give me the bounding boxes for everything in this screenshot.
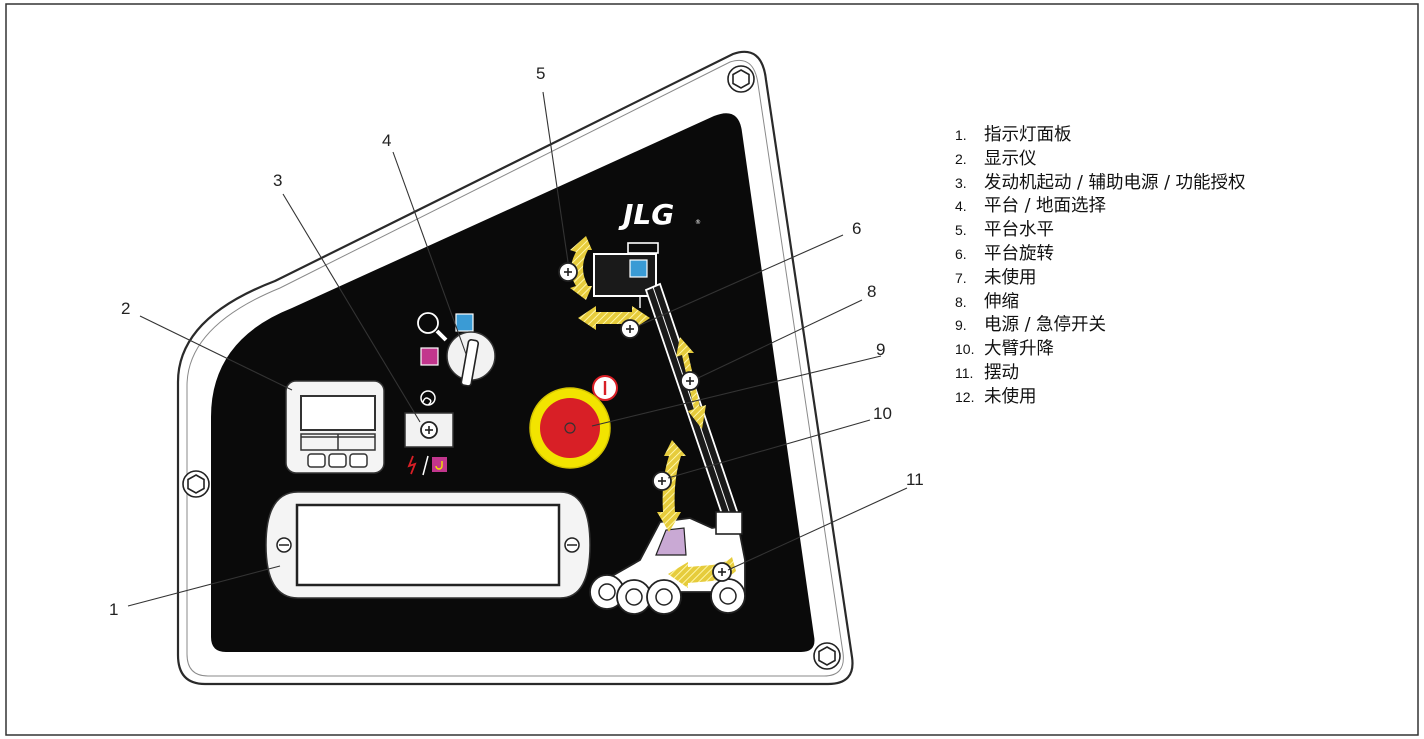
platform-level-arrow-icon [570, 236, 592, 300]
callout-6: 6 [852, 219, 861, 238]
callout-5: 5 [536, 64, 545, 83]
registered-mark: ® [695, 219, 701, 226]
component-legend: 1.指示灯面板 2.显示仪 3.发动机起动 / 辅助电源 / 功能授权 4.平台… [955, 124, 1246, 410]
power-emergency-stop-button[interactable] [529, 375, 618, 469]
engine-start-switch[interactable] [404, 390, 454, 476]
callout-9: 9 [876, 340, 885, 359]
legend-item: 2.显示仪 [955, 148, 1037, 169]
legend-item: 8.伸缩 [955, 291, 1019, 312]
legend-item: 12.未使用 [955, 386, 1037, 407]
legend-item: 4.平台 / 地面选择 [955, 196, 1107, 217]
callout-11: 11 [906, 470, 924, 489]
figure-border [5, 3, 1419, 736]
lock-function-icon [432, 457, 447, 472]
mounting-screw-top-right-icon [727, 65, 755, 93]
legend-item: 5.平台水平 [955, 220, 1054, 241]
platform-mode-icon [455, 313, 474, 332]
callout-8: 8 [867, 282, 876, 301]
ground-mode-icon [417, 312, 439, 334]
leader-lines [127, 91, 908, 607]
indicator-panel [265, 491, 591, 599]
legend-item: 10.大臂升降 [955, 339, 1054, 360]
legend-item: 7.未使用 [955, 267, 1037, 288]
legend-item: 1.指示灯面板 [955, 125, 1072, 145]
platform-level-switch[interactable] [558, 262, 578, 282]
callout-1: 1 [109, 600, 118, 619]
lightning-icon [407, 455, 417, 475]
platform-ground-select-switch[interactable] [417, 312, 496, 387]
gauge-button-right[interactable] [349, 453, 368, 468]
jlg-logo: JLG [618, 198, 674, 231]
boom-lift-arrow-icon [657, 440, 686, 532]
panel-plate-inner-edge [186, 59, 844, 677]
platform-rotate-switch[interactable] [620, 319, 640, 339]
callout-labels: 1 2 3 4 5 6 8 9 10 11 [109, 64, 924, 619]
gauge-button-left[interactable] [307, 453, 326, 468]
callout-2: 2 [121, 299, 130, 318]
legend-item: 11.摆动 [955, 362, 1019, 383]
callout-3: 3 [273, 171, 282, 190]
swing-switch[interactable] [712, 562, 732, 582]
display-gauge [285, 380, 385, 474]
callout-4: 4 [382, 131, 391, 150]
mounting-screw-left-icon [182, 470, 210, 498]
mounting-screw-bottom-right-icon [813, 642, 841, 670]
legend-item: 9.电源 / 急停开关 [955, 315, 1107, 336]
legend-item: 3.发动机起动 / 辅助电源 / 功能授权 [955, 172, 1246, 193]
legend-item: 6.平台旋转 [955, 243, 1054, 264]
ground-magenta-icon [420, 347, 439, 366]
telescope-switch[interactable] [680, 371, 700, 391]
boom-lift-switch[interactable] [652, 471, 672, 491]
boom-machine-graphic [589, 242, 746, 615]
gauge-button-middle[interactable] [328, 453, 347, 468]
callout-10: 10 [873, 404, 892, 423]
